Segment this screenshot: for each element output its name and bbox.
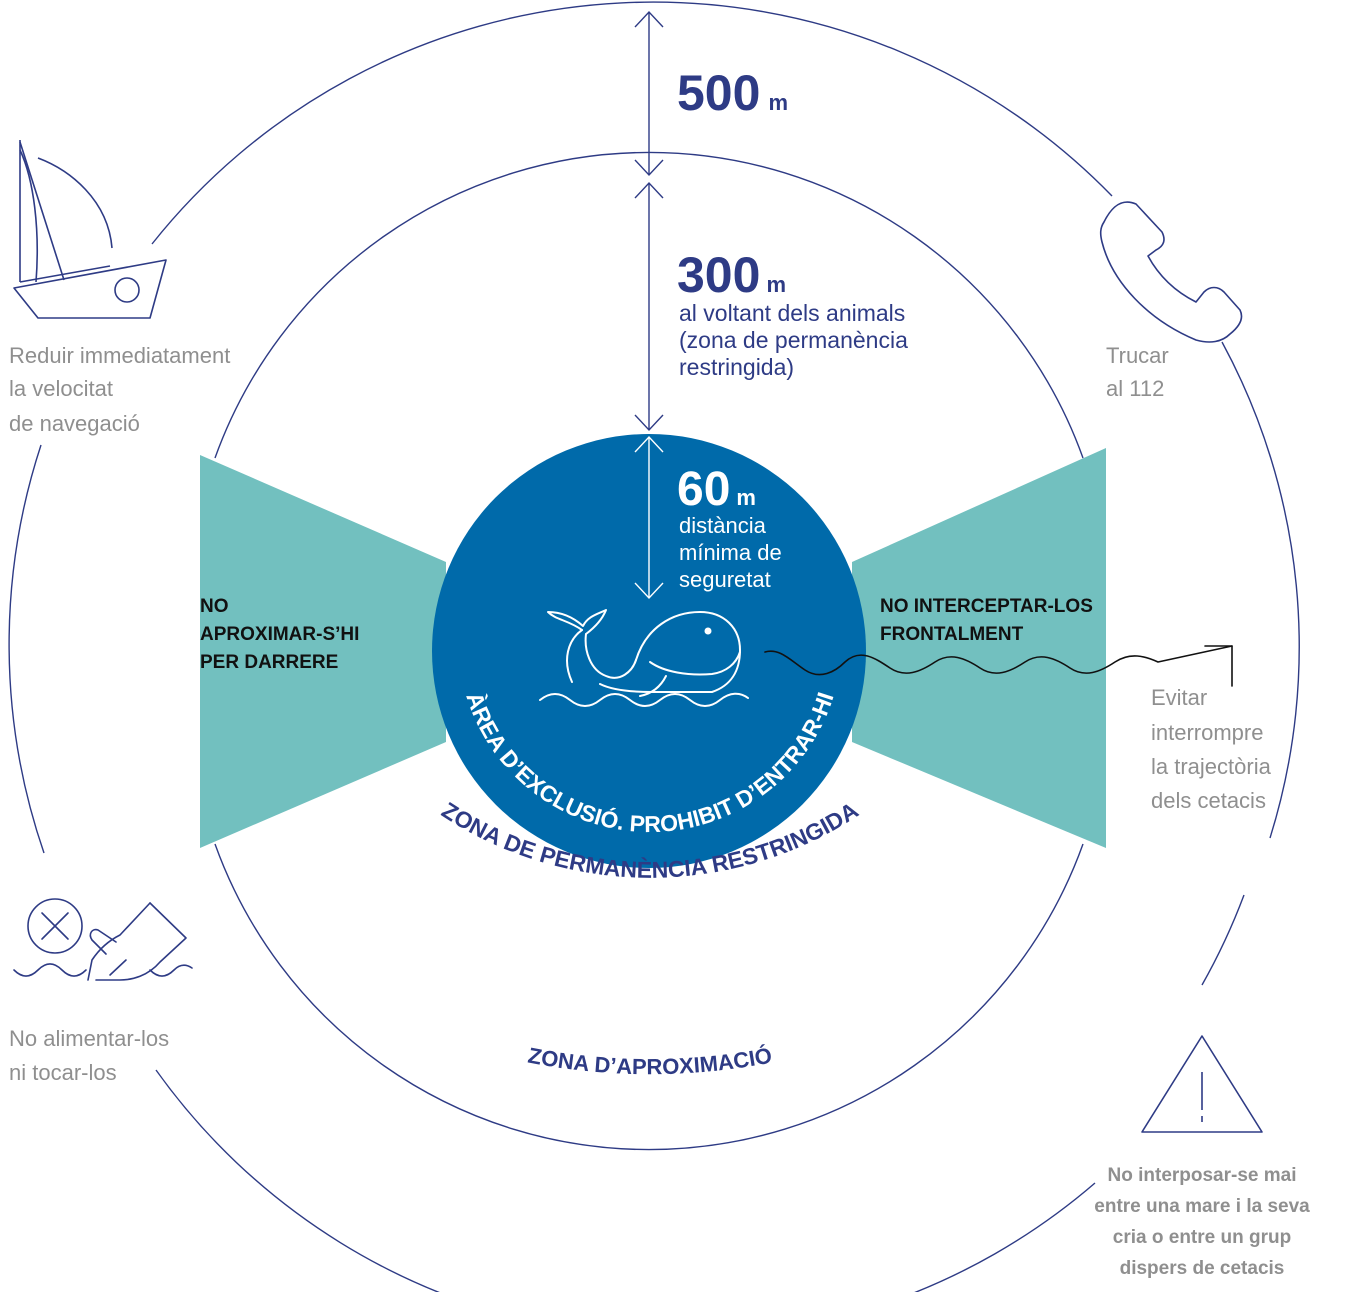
phone-icon — [1099, 201, 1243, 343]
svg-text:entre una mare i la seva: entre una mare i la seva — [1094, 1196, 1310, 1217]
distance-arrow-300 — [634, 181, 664, 432]
svg-text:de navegació: de navegació — [9, 411, 140, 436]
svg-text:APROXIMAR-S’HI: APROXIMAR-S’HI — [200, 624, 359, 645]
phone-tip-text: Trucar al 112 — [1106, 343, 1169, 401]
whale-icon — [539, 609, 749, 707]
svg-text:Reduir immediatament: Reduir immediatament — [9, 343, 230, 368]
trajectory-tip-text: Evitar interrompre la trajectòria dels c… — [1151, 685, 1272, 813]
svg-text:dels cetacis: dels cetacis — [1151, 788, 1266, 813]
warning-triangle-icon — [1141, 1035, 1263, 1133]
no-touch-hand-icon — [13, 898, 193, 981]
approach-zone-label: ZONA D’APROXIMACIÓ — [526, 1043, 774, 1080]
svg-text:PER DARRERE: PER DARRERE — [200, 652, 338, 673]
right-approach-wedge — [852, 448, 1106, 848]
svg-text:Trucar: Trucar — [1106, 343, 1169, 368]
svg-text:la trajectòria: la trajectòria — [1151, 754, 1272, 779]
svg-text:NO: NO — [200, 596, 229, 617]
svg-text:ni tocar-los: ni tocar-los — [9, 1060, 117, 1085]
svg-text:No interposar-se mai: No interposar-se mai — [1108, 1165, 1297, 1186]
svg-text:seguretat: seguretat — [679, 567, 771, 592]
exclusion-area-circle — [432, 434, 866, 868]
right-wedge-label: NO INTERCEPTAR-LOS FRONTALMENT — [880, 596, 1093, 645]
svg-text:NO INTERCEPTAR-LOS: NO INTERCEPTAR-LOS — [880, 596, 1093, 617]
outer-zone-ring — [8, 1, 1300, 1292]
sailboat-icon — [13, 140, 167, 319]
svg-text:(zona de permanència: (zona de permanència — [679, 327, 908, 353]
left-wedge-label: NO APROXIMAR-S’HI PER DARRERE — [200, 596, 359, 673]
distance-arrow-60 — [634, 435, 664, 600]
svg-text:mínima de: mínima de — [679, 540, 782, 565]
feeding-tip-text: No alimentar-los ni tocar-los — [9, 1026, 169, 1085]
svg-text:al 112: al 112 — [1106, 376, 1164, 401]
svg-text:No alimentar-los: No alimentar-los — [9, 1026, 169, 1051]
distance-arrow-500 — [634, 10, 664, 177]
svg-text:al voltant dels animals: al voltant dels animals — [679, 300, 905, 326]
svg-text:FRONTALMENT: FRONTALMENT — [880, 624, 1024, 645]
svg-text:distància: distància — [679, 513, 767, 538]
svg-text:dispers de cetacis: dispers de cetacis — [1120, 1258, 1285, 1279]
wavy-arrow-icon — [764, 645, 1233, 687]
svg-text:cria o entre un grup: cria o entre un grup — [1113, 1227, 1291, 1248]
svg-text:interrompre: interrompre — [1151, 720, 1263, 745]
boat-tip-text: Reduir immediatament la velocitat de nav… — [9, 343, 230, 436]
middle-zone-description: al voltant dels animals (zona de permanè… — [679, 300, 908, 380]
svg-text:restringida): restringida) — [679, 354, 794, 380]
warning-tip-text: No interposar-se mai entre una mare i la… — [1094, 1165, 1310, 1279]
left-approach-wedge — [200, 455, 446, 848]
svg-text:Evitar: Evitar — [1151, 685, 1207, 710]
whale-eye — [704, 627, 712, 635]
svg-text:la velocitat: la velocitat — [9, 376, 113, 401]
inner-zone-description: distància mínima de seguretat — [679, 513, 782, 592]
